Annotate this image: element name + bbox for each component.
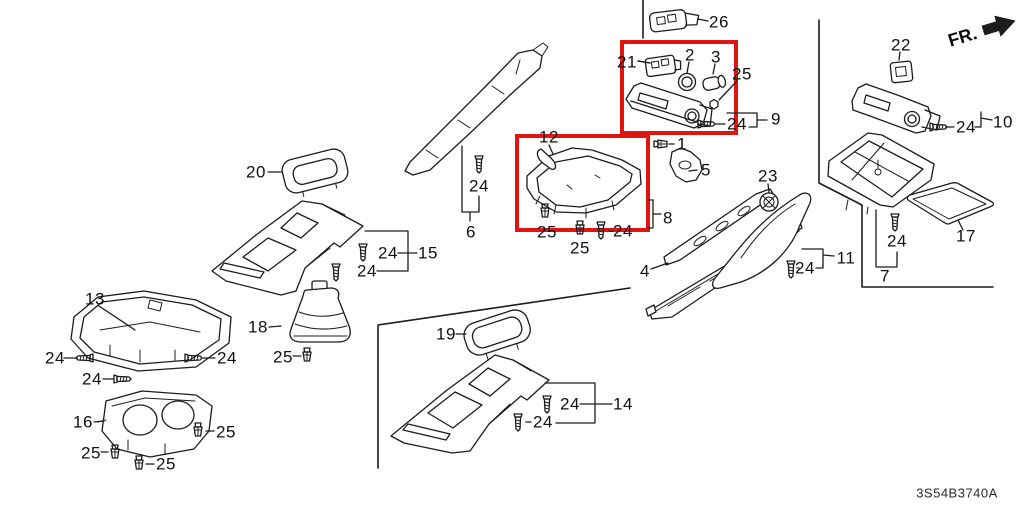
part-label-2: 2 [685, 45, 695, 65]
part-label-21: 21 [617, 52, 637, 72]
part-label-24: 24 [887, 231, 907, 251]
part-label-11: 11 [836, 248, 856, 268]
fastener-24 [513, 413, 523, 432]
part-label-16: 16 [73, 412, 93, 432]
part-label-24: 24 [357, 261, 377, 281]
fr-direction-arrow: FR. [946, 15, 1016, 51]
part-label-20: 20 [246, 162, 266, 182]
part-19-bezel [455, 309, 531, 360]
part-label-8: 8 [663, 208, 673, 228]
part-label-25: 25 [156, 454, 176, 474]
part-label-24: 24 [469, 176, 489, 196]
part-label-24: 24 [795, 258, 815, 278]
part-label-24: 24 [727, 114, 747, 134]
leader-9-bracket [714, 112, 768, 128]
fastener-24 [75, 353, 94, 363]
part-label-24: 24 [560, 394, 580, 414]
highlight-box-switch-panel [620, 40, 738, 135]
switch-panel-assembly [625, 82, 716, 129]
part-13-console-bin [70, 290, 232, 372]
part-18-shift-boot [268, 280, 351, 343]
part-label-25: 25 [570, 238, 590, 258]
highlight-box-tray [515, 134, 650, 232]
part-label-25: 25 [81, 443, 101, 463]
part-label-19: 19 [436, 324, 456, 344]
fastener-24 [890, 213, 900, 232]
part-label-23: 23 [758, 166, 778, 186]
part-label-26: 26 [709, 12, 729, 32]
part-21-switch [637, 54, 682, 78]
part-label-4: 4 [640, 261, 650, 281]
diagram-code: 3S54B3740A [916, 485, 998, 501]
part-6-trim [404, 42, 549, 222]
part-label-24: 24 [613, 221, 633, 241]
fastener-24 [786, 260, 796, 279]
part-label-3: 3 [711, 47, 721, 67]
part-14-console-panel [390, 354, 613, 454]
fastener-24 [542, 395, 552, 414]
part-11-garnish-panel [712, 192, 835, 289]
part-label-17: 17 [956, 226, 976, 246]
fr-label: FR. [946, 23, 980, 51]
part-label-12: 12 [539, 127, 559, 147]
part-label-13: 13 [85, 289, 105, 309]
part-12-tray [526, 144, 642, 219]
part-26-switch [648, 9, 709, 33]
fastener-25 [575, 220, 585, 235]
part-15-console-panel [211, 200, 418, 296]
fastener-25 [302, 347, 312, 362]
part-label-22: 22 [891, 35, 911, 55]
part-label-14: 14 [613, 394, 633, 414]
part-label-25: 25 [537, 222, 557, 242]
part-label-5: 5 [701, 160, 711, 180]
part-label-25: 25 [732, 64, 752, 84]
part-label-24: 24 [956, 117, 976, 137]
part-label-24: 24 [217, 348, 237, 368]
part-23-knob [759, 183, 779, 212]
fastener-25 [134, 455, 144, 470]
part-25-nut [709, 80, 738, 110]
part-label-25: 25 [273, 347, 293, 367]
part-20-bezel [267, 148, 349, 197]
fastener-24 [331, 263, 341, 282]
section-boundary-lines [377, 0, 994, 469]
part-label-24: 24 [533, 412, 553, 432]
leader-21 [637, 60, 651, 64]
part-3-plug [702, 63, 727, 91]
part-label-24: 24 [378, 243, 398, 263]
part-label-24: 24 [82, 369, 102, 389]
fastener-24 [474, 155, 484, 174]
part-label-18: 18 [248, 317, 268, 337]
part-label-7: 7 [880, 266, 890, 286]
part-17-mat [906, 182, 995, 231]
part-label-6: 6 [466, 222, 476, 242]
part-16-cup-holder [93, 390, 213, 458]
part-label-15: 15 [418, 243, 438, 263]
part-label-25: 25 [216, 422, 236, 442]
fastener-24 [929, 122, 948, 132]
leader-8-bracket [647, 199, 662, 229]
part-label-24: 24 [45, 348, 65, 368]
part-label-9: 9 [771, 109, 781, 129]
part-22-switch [889, 51, 914, 84]
part-label-10: 10 [993, 112, 1013, 132]
part-1-clip [653, 139, 675, 149]
part-5-bracket [669, 147, 703, 183]
fastener-24 [358, 243, 368, 262]
part-7-console-frame [827, 132, 935, 268]
fastener-24 [113, 374, 132, 384]
part-label-1: 1 [677, 134, 687, 154]
part-2-socket [677, 61, 697, 92]
